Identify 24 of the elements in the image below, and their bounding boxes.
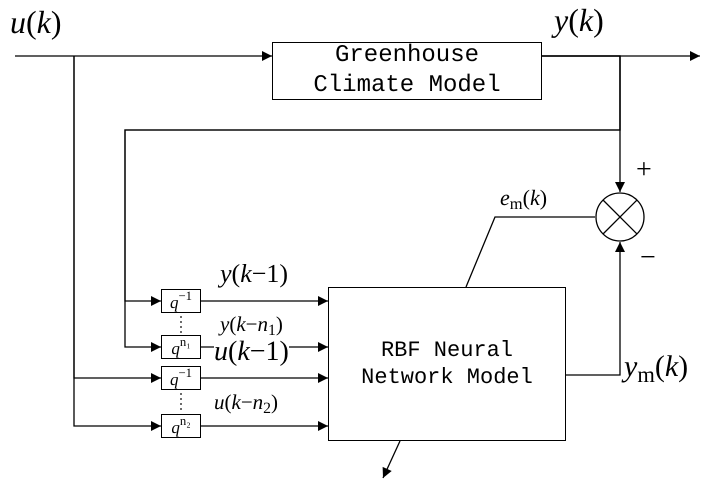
process-box	[328, 287, 566, 441]
edge-label: e$_{m}$(k)	[500, 187, 548, 209]
delay-box: q$^{−1}$	[161, 366, 201, 390]
summing-junction	[595, 192, 645, 242]
connector-arrow	[15, 51, 272, 61]
edge-label: y(k−1)	[220, 261, 288, 287]
process-box	[272, 42, 542, 100]
delay-box: q$^{n₂}$	[161, 414, 201, 438]
edge-label: y$_{m}$(k)	[624, 352, 688, 382]
connector-arrow	[124, 55, 621, 352]
connector-arrow	[566, 242, 625, 376]
sign-label: +	[636, 156, 652, 184]
connector-arrow	[201, 296, 328, 306]
edge-label: u(k−n$_{2}$)	[214, 392, 278, 413]
edge-label: y(k−n$_{1}$)	[220, 314, 283, 335]
connector-arrow	[201, 373, 328, 383]
delay-box: q$^{n₁}$	[161, 335, 201, 359]
connector-arrow	[201, 421, 328, 431]
box-title: RBF Neural Network Model	[360, 336, 534, 392]
delay-box: q$^{−1}$	[161, 289, 201, 313]
connector-arrow	[382, 440, 401, 478]
edge-label: u(k−1)	[214, 338, 289, 366]
box-title: Greenhouse Climate Model	[312, 41, 502, 101]
sign-label: −	[640, 244, 656, 272]
